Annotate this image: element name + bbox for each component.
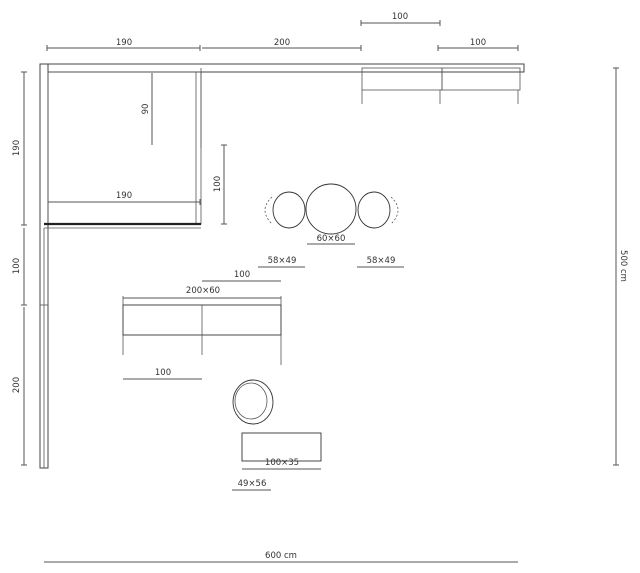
wall-structure xyxy=(39,63,525,469)
dim-label-top-190: 190 xyxy=(116,38,132,48)
dim-label-top-100-upper: 100 xyxy=(392,12,408,22)
dim-label-chair-right: 58×49 xyxy=(367,256,396,266)
dining-set xyxy=(264,183,399,235)
dining-chair-left xyxy=(272,191,306,229)
dim-label-desk-chair: 49×56 xyxy=(238,479,267,489)
round-table xyxy=(305,183,357,235)
corner-module xyxy=(47,71,202,225)
dining-chair-right xyxy=(357,191,391,229)
dim-label-inner-100: 100 xyxy=(213,176,223,192)
dim-label-total-width: 600 cm xyxy=(265,551,297,561)
dimension-labels: 190 200 100 100 190 100 200 90 190 100 6… xyxy=(12,12,628,561)
desk xyxy=(241,432,322,462)
dim-label-desk: 100×35 xyxy=(265,458,299,468)
dimension-lines xyxy=(21,20,619,563)
dim-label-bench-100-bottom: 100 xyxy=(155,368,171,378)
dim-label-top-100: 100 xyxy=(470,38,486,48)
dim-label-bench-100-top: 100 xyxy=(234,270,250,280)
dim-label-total-height: 500 cm xyxy=(618,250,628,282)
dim-label-left-100: 100 xyxy=(12,258,22,274)
dim-label-left-190: 190 xyxy=(12,140,22,156)
dim-label-inner-90: 90 xyxy=(141,104,151,115)
top-shelf-module-2 xyxy=(441,67,521,91)
dim-label-inner-190: 190 xyxy=(116,191,132,201)
dim-label-top-200: 200 xyxy=(274,38,290,48)
desk-area xyxy=(232,379,322,462)
dim-label-left-200: 200 xyxy=(12,377,22,393)
dim-label-table: 60×60 xyxy=(317,234,346,244)
bench xyxy=(122,296,282,365)
dim-label-chair-left: 58×49 xyxy=(268,256,297,266)
dim-label-bench-200x60: 200×60 xyxy=(186,286,220,296)
